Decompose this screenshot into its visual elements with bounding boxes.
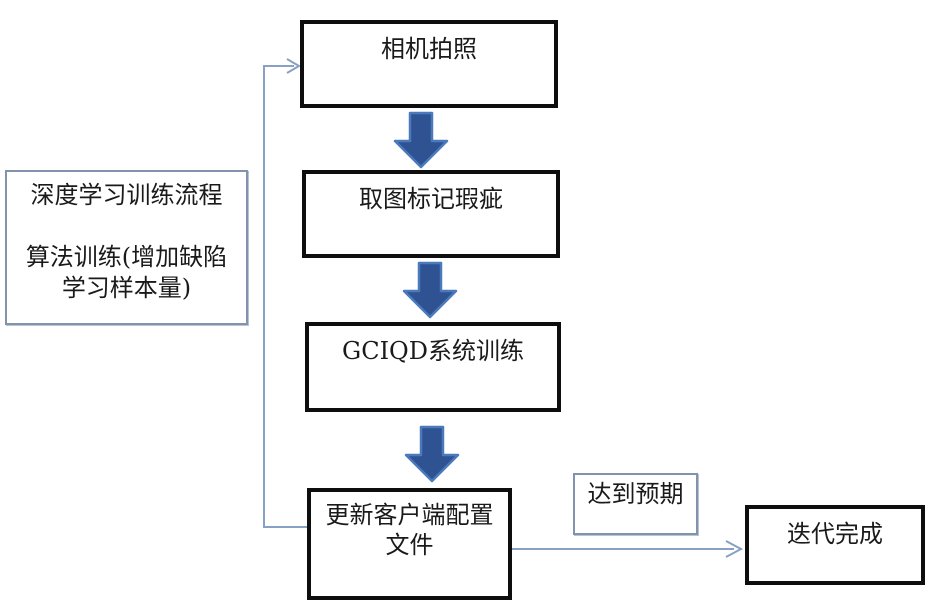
flow-node-label: 更新客户端配置 <box>325 501 494 529</box>
down-arrow-icon <box>404 425 460 483</box>
condition-label-box: 达到预期 <box>573 473 698 535</box>
flow-node-mark-defects: 取图标记瑕疵 <box>302 170 560 258</box>
flow-node-label: 取图标记瑕疵 <box>359 185 503 213</box>
flow-node-update-config: 更新客户端配置 文件 <box>307 488 512 600</box>
flow-node-label: GCIQD系统训练 <box>342 337 524 365</box>
right-arrowhead-icon <box>725 540 744 558</box>
right-arrowhead-icon <box>286 58 301 74</box>
legend-line: 学习样本量) <box>61 274 192 302</box>
condition-label: 达到预期 <box>587 480 684 508</box>
legend-line: 算法训练(增加缺陷 <box>25 243 228 271</box>
loop-connector <box>263 58 307 528</box>
result-connector <box>512 540 744 558</box>
flow-node-label: 迭代完成 <box>787 520 883 548</box>
flow-node-label: 相机拍照 <box>381 35 477 63</box>
flow-node-system-training: GCIQD系统训练 <box>305 322 561 412</box>
legend-line: 深度学习训练流程 <box>30 181 223 209</box>
down-arrow-icon <box>393 111 449 169</box>
legend-spacer <box>7 211 246 242</box>
down-arrow-icon <box>402 261 458 319</box>
flow-node-camera: 相机拍照 <box>300 20 558 108</box>
legend-box: 深度学习训练流程 算法训练(增加缺陷 学习样本量) <box>5 170 248 325</box>
flow-node-iteration-done: 迭代完成 <box>745 505 925 585</box>
flow-node-label: 文件 <box>385 531 434 559</box>
